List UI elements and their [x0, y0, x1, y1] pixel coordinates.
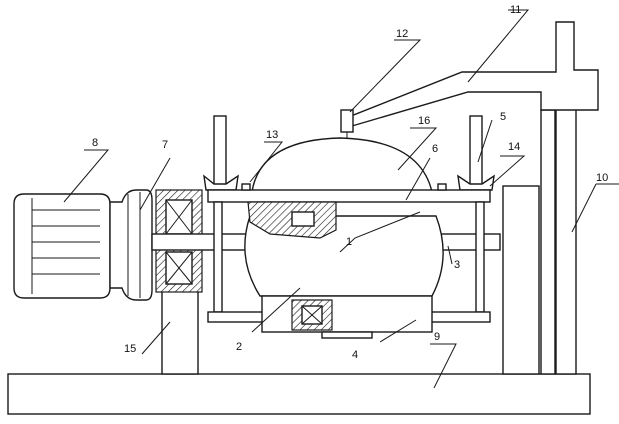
- callout-6: 6: [432, 143, 438, 155]
- left-side-rod: [203, 115, 239, 191]
- callout-12: 12: [396, 28, 408, 40]
- callout-10: 10: [596, 172, 608, 184]
- right-side-rod: [457, 115, 495, 191]
- inner-clamp-block: [247, 201, 337, 239]
- callout-9: 9: [434, 331, 440, 343]
- callout-11: 11: [510, 4, 521, 16]
- tall-column: [555, 107, 577, 375]
- top-plate-screws: [241, 183, 447, 191]
- coupling-reducer: [109, 189, 153, 301]
- callout-4: 4: [352, 349, 358, 361]
- right-support-posts: [502, 109, 556, 375]
- top-clamp-plate: [207, 189, 491, 203]
- callout-13: 13: [266, 129, 278, 141]
- leader-lines: [63, 9, 619, 389]
- callout-1: 1: [346, 236, 352, 248]
- probe-sensor: [340, 109, 354, 140]
- overhead-arm: [344, 21, 599, 127]
- lower-bearing-housing: [261, 295, 433, 339]
- base-plate: [7, 373, 591, 415]
- callout-5: 5: [500, 111, 506, 123]
- left-support-post: [161, 289, 199, 375]
- callout-15: 15: [124, 343, 136, 355]
- callout-7: 7: [162, 139, 168, 151]
- callout-14: 14: [508, 141, 520, 153]
- callout-labels: 1 2 3 4 5 6 7 8 9 10 11 12 13 14 15 16: [92, 4, 608, 361]
- callout-3: 3: [454, 259, 460, 271]
- callout-8: 8: [92, 137, 98, 149]
- motor: [13, 193, 111, 299]
- callout-2: 2: [236, 341, 242, 353]
- callout-16: 16: [418, 115, 430, 127]
